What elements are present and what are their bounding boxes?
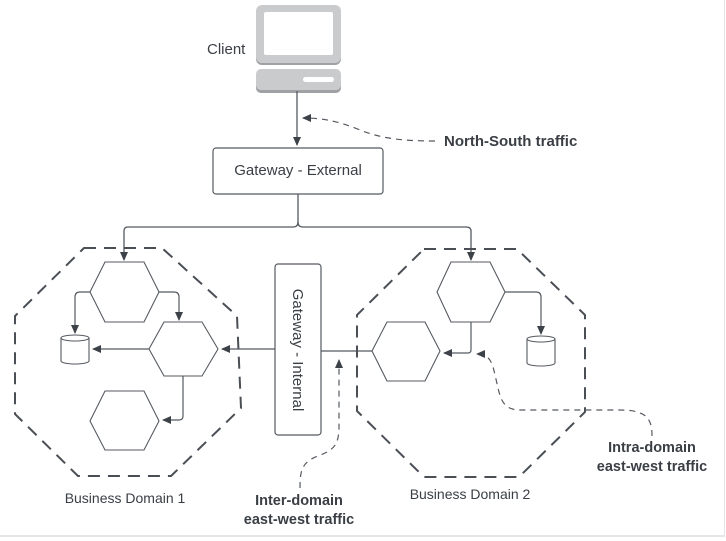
gateway-internal-node[interactable]: Gateway - Internal [274,263,322,436]
domain-1-database-icon[interactable] [60,334,90,365]
inter-domain-annotation-arrow [299,359,343,489]
client-label: Client [207,41,246,58]
top-to-left-service-connector [443,322,472,357]
domain-2-service-top[interactable] [436,261,506,323]
gateway-internal-label: Gateway - Internal [289,289,306,412]
middle-to-bottom-service-connector [162,376,184,424]
domain-2-database-icon[interactable] [526,335,556,367]
service-to-db-connector [71,291,90,334]
connector-to-domain-2 [297,221,475,261]
business-domain-2-boundary [356,248,586,478]
client-computer-icon[interactable] [256,5,341,93]
domain-2-service-left[interactable] [371,321,441,382]
business-domain-1-boundary [14,247,242,477]
service-to-db-connector-2 [505,291,545,335]
intra-domain-annotation-arrow [476,350,653,437]
domain-1-service-middle[interactable] [148,321,219,377]
connector-to-domain-1 [120,194,299,261]
gateway-external-label: Gateway - External [234,162,362,179]
intra-domain-label-line2: east-west traffic [597,459,707,475]
domain-1-service-bottom[interactable] [89,390,160,451]
north-south-annotation-arrow [302,114,436,142]
gateway-external-node[interactable]: Gateway - External [212,147,384,195]
domain-1-service-top[interactable] [89,261,160,323]
business-domain-1-label: Business Domain 1 [65,490,186,506]
intra-domain-label-line1: Intra-domain [608,440,696,456]
top-to-middle-service-connector [159,291,183,321]
business-domain-2-label: Business Domain 2 [410,486,531,502]
inter-domain-label-line2: east-west traffic [244,512,354,528]
inter-domain-label-line1: Inter-domain [255,493,343,509]
north-south-label: North-South traffic [444,133,577,150]
